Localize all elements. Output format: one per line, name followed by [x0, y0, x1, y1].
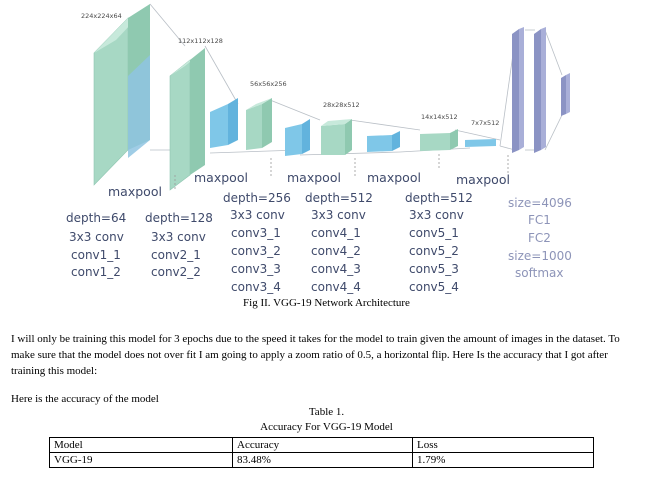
dim-label: 7x7x512 [471, 119, 499, 127]
table-header-row: Model Accuracy Loss [49, 437, 594, 453]
conv2-block [169, 48, 205, 191]
conv5-block [367, 129, 496, 152]
table-cell: 83.48% [232, 452, 413, 468]
layer-label: conv4_2 [311, 244, 361, 258]
layer-label: conv5_1 [409, 226, 459, 240]
figure-caption: Fig II. VGG-19 Network Architecture [243, 297, 410, 309]
conv-type-label: 3x3 conv [311, 208, 366, 222]
fc-labels: size=4096 FC1 FC2 size=1000 softmax [508, 196, 572, 280]
softmax-label: softmax [515, 266, 563, 280]
layer-label: conv3_1 [231, 226, 281, 240]
table-row: VGG-19 83.48% 1.79% [49, 452, 594, 468]
table-number: Table 1. [308, 406, 345, 418]
layer-label: conv4_3 [311, 262, 361, 276]
layer-label: conv5_4 [409, 280, 459, 294]
layer-label: conv2_1 [151, 248, 201, 262]
depth-label: depth=256 [223, 191, 291, 205]
dim-label: 112x112x128 [178, 37, 223, 45]
dim-label: 56x56x256 [250, 80, 287, 88]
layer-label: conv3_3 [231, 262, 281, 276]
conv4-block [285, 119, 352, 156]
layer-label: conv4_4 [311, 280, 361, 294]
table-title: Accuracy For VGG-19 Model [260, 421, 393, 433]
block1-labels: depth=64 3x3 conv conv1_1 conv1_2 [66, 211, 126, 279]
table-cell: 1.79% [412, 452, 594, 468]
layer-label: conv2_2 [151, 265, 201, 279]
block2-labels: depth=128 3x3 conv conv2_1 conv2_2 [145, 211, 213, 279]
block3-labels: depth=256 3x3 conv conv3_1 conv3_2 conv3… [223, 191, 291, 294]
layer-label: conv5_3 [409, 262, 459, 276]
depth-label: depth=512 [405, 191, 473, 205]
fc-layer-label: FC2 [528, 231, 551, 245]
conv1-block [93, 4, 150, 186]
fc-size-label: size=4096 [508, 196, 572, 210]
table-header-cell: Loss [412, 437, 594, 453]
accuracy-table: Model Accuracy Loss VGG-19 83.48% 1.79% [49, 437, 594, 468]
layer-label: conv3_4 [231, 280, 281, 294]
layer-label: conv4_1 [311, 226, 361, 240]
block-separators [174, 154, 509, 190]
maxpool-label: maxpool [456, 172, 510, 187]
fc-size-label: size=1000 [508, 249, 572, 263]
table-cell: VGG-19 [49, 452, 233, 468]
fc-layers [512, 27, 570, 153]
conv-type-label: 3x3 conv [230, 208, 285, 222]
block5-labels: depth=512 3x3 conv conv5_1 conv5_2 conv5… [405, 191, 473, 294]
depth-label: depth=128 [145, 211, 213, 225]
conv-type-label: 3x3 conv [409, 208, 464, 222]
layer-label: conv3_2 [231, 244, 281, 258]
conv-type-label: 3x3 conv [69, 230, 124, 244]
layer-label: conv5_2 [409, 244, 459, 258]
maxpool-label: maxpool [287, 170, 341, 185]
maxpool-label: maxpool [108, 184, 162, 199]
vgg19-architecture-diagram: 224x224x64 112x112x128 56x56x256 28x28x5… [66, 3, 572, 294]
block4-labels: depth=512 3x3 conv conv4_1 conv4_2 conv4… [305, 191, 373, 294]
table-header-cell: Model [49, 437, 233, 453]
conv-type-label: 3x3 conv [151, 230, 206, 244]
body-paragraph: Here is the accuracy of the model [11, 393, 159, 405]
table-header-cell: Accuracy [232, 437, 413, 453]
fc-layer-label: FC1 [528, 213, 551, 227]
layer-label: conv1_2 [71, 265, 121, 279]
layer-label: conv1_1 [71, 248, 121, 262]
maxpool-label: maxpool [367, 170, 421, 185]
conv3-block [210, 98, 272, 150]
body-paragraph: I will only be training this model for 3… [11, 333, 620, 377]
depth-label: depth=64 [66, 211, 126, 225]
depth-label: depth=512 [305, 191, 373, 205]
dim-label: 28x28x512 [323, 101, 360, 109]
dim-label: 14x14x512 [421, 113, 458, 121]
dim-label: 224x224x64 [81, 12, 122, 20]
maxpool-label: maxpool [194, 170, 248, 185]
